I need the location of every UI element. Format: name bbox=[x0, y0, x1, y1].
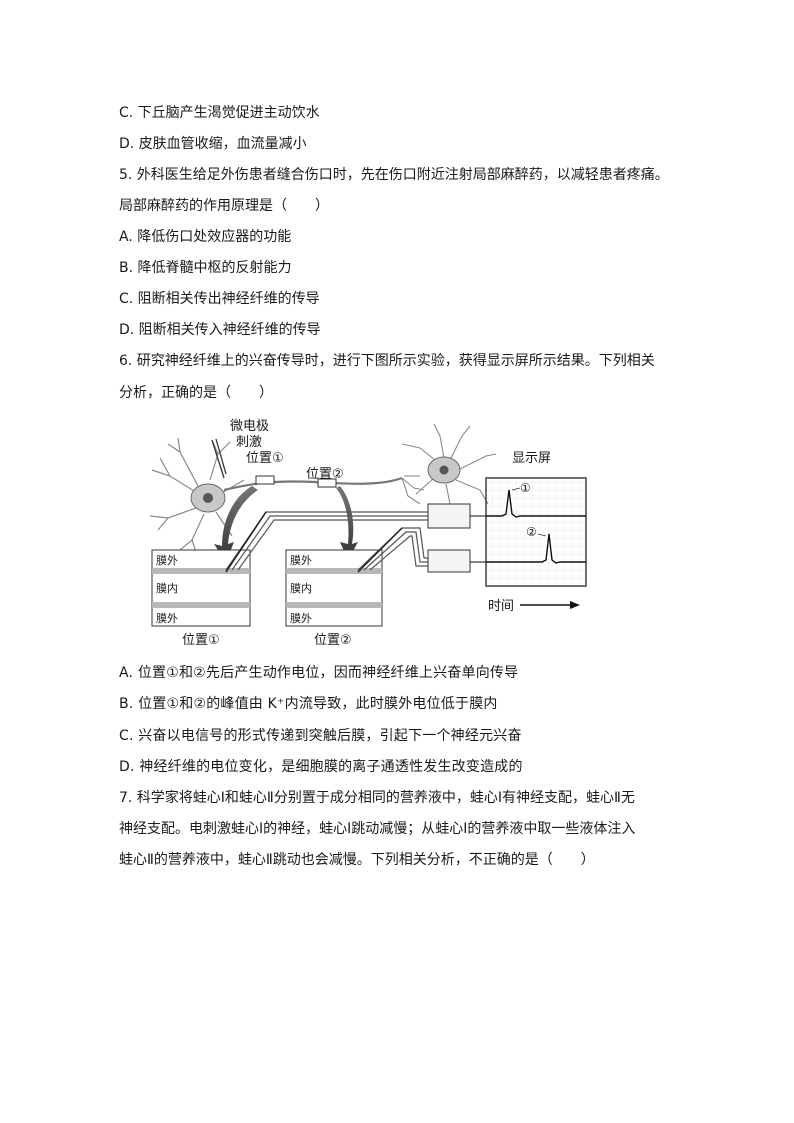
electrode-label-line-1: 微电极 bbox=[230, 419, 269, 434]
box2-outside-bottom-label: 膜外 bbox=[290, 612, 312, 625]
box2-inside-label: 膜内 bbox=[290, 581, 312, 595]
time-axis-label: 时间 bbox=[488, 599, 514, 614]
trace-2 bbox=[486, 533, 586, 564]
neuron-left bbox=[149, 437, 245, 559]
membrane-box-2: 膜外 膜内 膜外 位置② bbox=[285, 549, 383, 648]
q5-option-d: D. 阻断相关传入神经纤维的传导 bbox=[119, 322, 321, 338]
q6-option-b: B. 位置①和②的峰值由 K⁺内流导致，此时膜外电位低于膜内 bbox=[119, 696, 498, 712]
box1-inside-label: 膜内 bbox=[156, 581, 178, 595]
q7-stem-line-1: 7. 科学家将蛙心Ⅰ和蛙心Ⅱ分别置于成分相同的营养液中，蛙心Ⅰ有神经支配，蛙心Ⅱ… bbox=[119, 790, 635, 806]
q5-option-c: C. 阻断相关传出神经纤维的传导 bbox=[119, 291, 320, 307]
position-2-label: 位置② bbox=[306, 467, 344, 482]
position-2-marker bbox=[317, 478, 337, 488]
q6-stem-line-1: 6. 研究神经纤维上的兴奋传导时，进行下图所示实验，获得显示屏所示结果。下列相关 bbox=[119, 353, 655, 369]
electrode-label-line-2: 刺激 bbox=[236, 435, 262, 450]
q4-option-c: C. 下丘脑产生渴觉促进主动饮水 bbox=[119, 105, 320, 121]
q5-stem-line-1: 5. 外科医生给足外伤患者缝合伤口时，先在伤口附近注射局部麻醉药，以减轻患者疼痛… bbox=[119, 167, 669, 183]
box2-outside-top-label: 膜外 bbox=[290, 554, 312, 567]
box2-caption: 位置② bbox=[314, 633, 352, 648]
q7-stem-line-3: 蛙心Ⅱ的营养液中，蛙心Ⅱ跳动也会减慢。下列相关分析，不正确的是（ ） bbox=[119, 852, 595, 868]
stimulating-electrode: 微电极 刺激 bbox=[211, 419, 269, 479]
axon bbox=[223, 476, 403, 492]
q4-option-d: D. 皮肤血管收缩，血流量减小 bbox=[119, 136, 307, 152]
position-1-label: 位置① bbox=[246, 451, 284, 466]
zoom-arrow-2 bbox=[336, 486, 358, 560]
q7-stem-line-2: 神经支配。电刺激蛙心Ⅰ的神经，蛙心Ⅰ跳动减慢；从蛙心Ⅰ的营养液中取一些液体注入 bbox=[119, 821, 636, 837]
membrane-box-1: 膜外 膜内 膜外 位置① bbox=[151, 549, 251, 648]
nerve-fiber-experiment-figure: 微电极 刺激 位置① 位置② 膜外 膜内 膜外 位置① 膜外 膜内 膜外 位置② bbox=[149, 419, 587, 648]
q6-option-a: A. 位置①和②先后产生动作电位，因而神经纤维上兴奋单向传导 bbox=[119, 665, 519, 681]
neuron-right bbox=[401, 423, 497, 517]
box1-outside-bottom-label: 膜外 bbox=[156, 612, 178, 625]
trace-1-label: ① bbox=[520, 481, 531, 495]
trace-1 bbox=[486, 489, 586, 518]
q6-option-d: D. 神经纤维的电位变化，是细胞膜的离子通透性发生改变造成的 bbox=[119, 759, 523, 775]
q6-stem-line-2: 分析，正确的是（ ） bbox=[119, 385, 273, 401]
trace-2-label: ② bbox=[526, 525, 537, 539]
box1-caption: 位置① bbox=[182, 633, 220, 648]
amplifier-2 bbox=[427, 549, 471, 573]
display-screen: 显示屏 ① ② bbox=[485, 451, 587, 587]
q6-option-c: C. 兴奋以电信号的形式传递到突触后膜，引起下一个神经元兴奋 bbox=[119, 728, 522, 744]
box1-outside-top-label: 膜外 bbox=[156, 554, 178, 567]
display-screen-label: 显示屏 bbox=[512, 451, 551, 466]
zoom-arrow-1 bbox=[214, 486, 258, 562]
amplifier-1 bbox=[427, 503, 471, 529]
q5-option-b: B. 降低脊髓中枢的反射能力 bbox=[119, 260, 292, 276]
time-arrow bbox=[520, 601, 580, 609]
position-1-marker bbox=[255, 475, 275, 485]
q5-stem-line-2: 局部麻醉药的作用原理是（ ） bbox=[119, 198, 329, 214]
q5-option-a: A. 降低伤口处效应器的功能 bbox=[119, 229, 292, 245]
